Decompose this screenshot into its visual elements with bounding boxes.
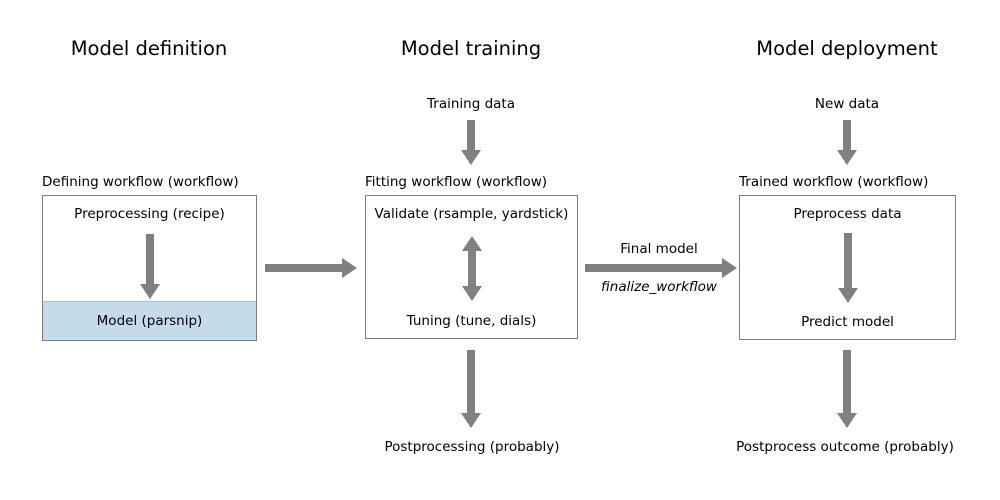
predict-model-step-label: Predict model: [801, 314, 894, 330]
new-data-label: New data: [814, 96, 880, 112]
validate-step-label: Validate (rsample, yardstick): [374, 206, 569, 222]
postprocess-outcome-label: Postprocess outcome (probably): [736, 439, 954, 455]
defining-workflow-box: Preprocessing (recipe) Model (parsnip): [42, 195, 257, 341]
column-title-model-definition: Model definition: [70, 37, 228, 60]
arrow-down-icon: [461, 120, 481, 165]
arrow-down-icon: [838, 233, 858, 303]
preprocess-data-step-label: Preprocess data: [793, 206, 902, 222]
column-title-model-training: Model training: [400, 37, 542, 60]
arrow-down-icon: [461, 350, 481, 428]
fitting-workflow-box: Validate (rsample, yardstick) Tuning (tu…: [365, 195, 578, 339]
preprocessing-step-label: Preprocessing (recipe): [74, 206, 225, 222]
tuning-step-label: Tuning (tune, dials): [406, 313, 537, 329]
postprocessing-label: Postprocessing (probably): [384, 439, 560, 455]
finalize-workflow-label: finalize_workflow: [601, 279, 717, 295]
arrow-right-icon: [265, 258, 357, 278]
training-data-label: Training data: [427, 96, 515, 112]
arrow-down-icon: [837, 120, 857, 165]
arrow-down-icon: [140, 234, 160, 299]
box-label-fitting-workflow: Fitting workflow (workflow): [365, 174, 548, 190]
arrow-down-icon: [837, 350, 857, 428]
final-model-label: Final model: [620, 241, 698, 257]
model-step-label: Model (parsnip): [96, 313, 203, 329]
trained-workflow-box: Preprocess data Predict model: [739, 195, 956, 340]
box-label-defining-workflow: Defining workflow (workflow): [42, 174, 239, 190]
arrow-right-icon: [585, 258, 737, 278]
arrow-double-vertical-icon: [462, 236, 482, 301]
model-step-strip: Model (parsnip): [43, 301, 256, 340]
column-title-model-deployment: Model deployment: [756, 37, 938, 60]
box-label-trained-workflow: Trained workflow (workflow): [739, 174, 929, 190]
